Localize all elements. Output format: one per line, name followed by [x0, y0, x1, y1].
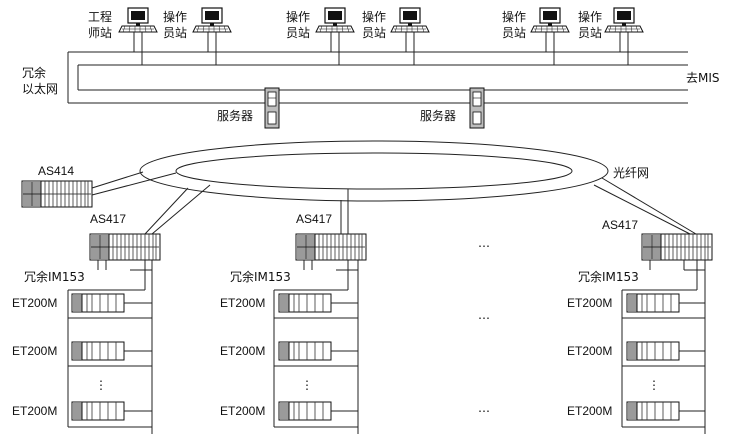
workstation-label: 操作 — [286, 9, 310, 24]
et200m-module — [278, 401, 332, 421]
et200m-module — [626, 293, 680, 313]
workstation-3: 操作 员站 — [286, 7, 355, 65]
rack-icon — [295, 233, 367, 261]
computer-icon — [118, 7, 158, 33]
fiber-ring-label: 光纤网 — [613, 166, 649, 180]
et200m-module — [71, 341, 125, 361]
vertical-ellipsis: ⋮ — [301, 378, 313, 392]
et200m-label: ET200M — [220, 344, 265, 358]
computer-icon — [192, 7, 232, 33]
et200m-module — [71, 401, 125, 421]
workstation-2: 操作 员站 — [163, 7, 232, 65]
workstation-label: 操作 — [502, 9, 526, 24]
horizontal-ellipsis: … — [478, 236, 490, 250]
et200m-module — [626, 401, 680, 421]
workstation-label: 操作 — [163, 9, 187, 24]
rack-icon — [89, 233, 161, 261]
workstation-label: 师站 — [88, 26, 112, 40]
as414-label: AS414 — [38, 164, 74, 178]
ethernet-label-line2: 以太网 — [22, 81, 58, 96]
vertical-ellipsis: ⋮ — [648, 378, 660, 392]
horizontal-ellipsis: … — [478, 401, 490, 415]
as414-controller: AS414 — [21, 164, 177, 208]
redundant-ethernet — [67, 51, 688, 104]
to-mis-label: 去MIS — [686, 71, 720, 85]
server-icon — [469, 87, 485, 129]
et200m-module — [71, 293, 125, 313]
horizontal-ellipsis: … — [478, 308, 490, 322]
as417-label: AS417 — [296, 212, 332, 226]
workstation-label: 员站 — [578, 26, 602, 40]
workstation-6: 操作 员站 — [578, 7, 644, 65]
workstation-label: 工程 — [88, 9, 112, 24]
et200m-label: ET200M — [567, 404, 612, 418]
server-icon — [264, 87, 280, 129]
im153-label: 冗余IM153 — [578, 269, 639, 284]
station-column-3: AS417 冗余IM153 ET200M ET200M ⋮ ET200M — [567, 177, 713, 434]
et200m-label: ET200M — [567, 344, 612, 358]
rack-icon — [641, 233, 713, 261]
station-column-2: AS417 冗余IM153 ET200M ET200M ⋮ ET200M — [220, 189, 367, 434]
et200m-label: ET200M — [220, 296, 265, 310]
server-label: 服务器 — [420, 108, 456, 123]
workstation-label: 员站 — [502, 26, 526, 40]
as417-label: AS417 — [602, 218, 638, 232]
et200m-module — [278, 293, 332, 313]
server-1: 服务器 — [217, 87, 280, 129]
workstation-label: 员站 — [163, 26, 187, 40]
server-label: 服务器 — [217, 108, 253, 123]
vertical-ellipsis: ⋮ — [95, 378, 107, 392]
im153-label: 冗余IM153 — [24, 269, 85, 284]
workstation-5: 操作 员站 — [502, 7, 570, 65]
et200m-label: ET200M — [12, 344, 57, 358]
server-2: 服务器 — [420, 87, 485, 129]
computer-icon — [315, 7, 355, 33]
workstation-label: 操作 — [578, 9, 602, 24]
fiber-ring — [139, 140, 609, 202]
et200m-module — [626, 341, 680, 361]
workstation-label: 操作 — [362, 9, 386, 24]
computer-icon — [604, 7, 644, 33]
computer-icon — [390, 7, 430, 33]
ethernet-label-line1: 冗余 — [22, 65, 46, 80]
as417-label: AS417 — [90, 212, 126, 226]
et200m-label: ET200M — [12, 296, 57, 310]
workstation-label: 员站 — [286, 26, 310, 40]
im153-label: 冗余IM153 — [230, 269, 291, 284]
et200m-module — [278, 341, 332, 361]
station-column-1: AS417 冗余IM153 ET200M ET200M ⋮ ET200M — [12, 184, 211, 434]
et200m-label: ET200M — [12, 404, 57, 418]
workstation-label: 员站 — [362, 26, 386, 40]
workstation-1: 工程 师站 — [88, 7, 158, 65]
et200m-label: ET200M — [220, 404, 265, 418]
rack-icon — [21, 180, 93, 208]
et200m-label: ET200M — [567, 296, 612, 310]
workstation-4: 操作 员站 — [362, 7, 430, 65]
computer-icon — [530, 7, 570, 33]
